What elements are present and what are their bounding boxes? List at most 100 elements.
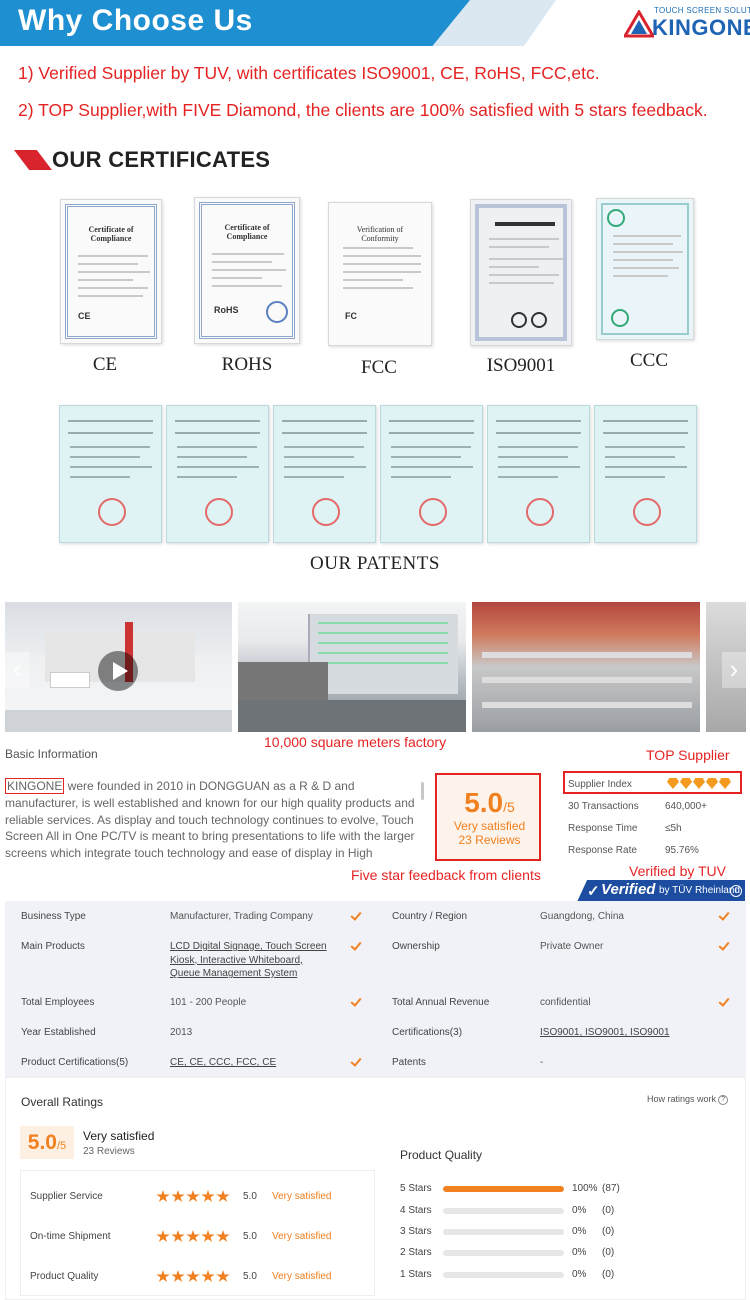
business-type-label: Business Type xyxy=(21,911,86,922)
patents-value: - xyxy=(540,1057,544,1068)
company-info-table xyxy=(5,901,746,1077)
supplier-service-text: Very satisfied xyxy=(272,1191,332,1202)
pq-1-stars-count: (0) xyxy=(602,1269,615,1280)
patents-label: OUR PATENTS xyxy=(310,553,440,574)
annotation-factory: 10,000 square meters factory xyxy=(264,734,447,750)
business-type-value: Manufacturer, Trading Company xyxy=(170,911,313,922)
pq-2-stars-label: 2 Stars xyxy=(400,1247,432,1258)
patent-certificate-2[interactable] xyxy=(166,405,269,543)
annotation-verified-tuv: Verified by TUV xyxy=(629,863,727,879)
ownership-value: Private Owner xyxy=(540,941,604,952)
slider-next-button[interactable]: › xyxy=(722,652,746,688)
certificate-doc-title: Certificate of Compliance xyxy=(88,225,134,243)
country-region-label: Country / Region xyxy=(392,911,468,922)
product-certifications-label: Product Certifications(5) xyxy=(21,1057,129,1068)
pq-5-stars-count: (87) xyxy=(602,1183,620,1194)
pq-3-stars-label: 3 Stars xyxy=(400,1226,432,1237)
certificate-label-fcc: FCC xyxy=(361,357,397,378)
pq-5-stars-percent: 100% xyxy=(572,1183,598,1194)
pq-3-stars-bar xyxy=(443,1229,564,1235)
transactions-value: 640,000+ xyxy=(665,801,707,812)
verified-tuv-badge[interactable]: ✓ Verified by TÜV Rheinland i xyxy=(577,880,745,902)
pq-4-stars-percent: 0% xyxy=(572,1205,587,1216)
info-icon[interactable]: i xyxy=(730,885,742,897)
certificate-rohs-image[interactable]: Certificate of Compliance RoHS xyxy=(194,197,300,344)
verified-text: Verified xyxy=(601,881,656,898)
product-certifications-link[interactable]: CE, CE, CCC, FCC, CE xyxy=(170,1057,277,1068)
about-scrollbar[interactable] xyxy=(421,782,424,800)
check-icon xyxy=(349,1056,361,1068)
year-established-label: Year Established xyxy=(21,1027,96,1038)
header-banner: Why Choose Us TOUCH SCREEN SOLUTIONS KIN… xyxy=(0,0,750,46)
patent-certificate-3[interactable] xyxy=(273,405,376,543)
star-rating-icon xyxy=(156,1270,231,1288)
overall-ratings-title: Overall Ratings xyxy=(21,1095,104,1109)
main-products-label: Main Products xyxy=(21,941,85,952)
video-play-icon[interactable] xyxy=(98,651,138,691)
logo-tagline: TOUCH SCREEN SOLUTIONS xyxy=(654,6,750,15)
certifications-link[interactable]: ISO9001, ISO9001, ISO9001 xyxy=(540,1027,670,1038)
pq-3-stars-count: (0) xyxy=(602,1226,615,1237)
certificate-ce-image[interactable]: Certificate of Compliance CE xyxy=(60,199,162,344)
year-established-value: 2013 xyxy=(170,1027,193,1038)
certifications-label: Certifications(3) xyxy=(392,1027,463,1038)
claim-top-supplier: 2) TOP Supplier,with FIVE Diamond, the c… xyxy=(18,100,708,120)
supplier-service-score: 5.0 xyxy=(243,1191,257,1202)
certificate-fcc-image[interactable]: Verification of Conformity FC xyxy=(328,202,432,346)
certificate-ccc-image[interactable] xyxy=(596,198,694,340)
supplier-index-label: Supplier Index xyxy=(568,779,632,790)
patent-certificate-5[interactable] xyxy=(487,405,590,543)
main-products-link[interactable]: LCD Digital Signage, Touch Screen Kiosk,… xyxy=(170,941,327,979)
annotation-top-supplier: TOP Supplier xyxy=(646,747,730,763)
total-employees-value: 101 - 200 People xyxy=(170,997,247,1008)
patent-certificate-1[interactable] xyxy=(59,405,162,543)
on-time-shipment-text: Very satisfied xyxy=(272,1231,332,1242)
header-band xyxy=(0,0,470,46)
pq-2-stars-bar xyxy=(443,1250,564,1256)
score-highlight-box xyxy=(435,773,541,861)
pq-1-stars-bar xyxy=(443,1272,564,1278)
star-rating-icon xyxy=(156,1230,231,1248)
heading-flag-icon xyxy=(14,150,52,170)
page-title: Why Choose Us xyxy=(18,4,253,37)
photo-partial-next[interactable] xyxy=(706,602,746,732)
response-rate-value: 95.76% xyxy=(665,845,699,856)
on-time-shipment-score: 5.0 xyxy=(243,1231,257,1242)
patent-certificate-4[interactable] xyxy=(380,405,483,543)
question-icon: ? xyxy=(718,1094,729,1105)
pq-4-stars-label: 4 Stars xyxy=(400,1205,432,1216)
patent-certificate-6[interactable] xyxy=(594,405,697,543)
pq-5-stars-label: 5 Stars xyxy=(400,1183,432,1194)
product-quality-label: Product Quality xyxy=(30,1271,99,1282)
response-time-value: ≤5h xyxy=(665,823,682,834)
certificate-doc-title: Certificate of Compliance xyxy=(224,223,270,241)
ownership-label: Ownership xyxy=(392,941,440,952)
on-time-shipment-label: On-time Shipment xyxy=(30,1231,111,1242)
pq-4-stars-bar xyxy=(443,1208,564,1214)
rohs-mark: RoHS xyxy=(214,305,239,315)
overall-score-badge: 5.0/5 xyxy=(20,1126,74,1159)
supplier-score: 5.0/5 xyxy=(464,787,515,818)
logo-mark-icon xyxy=(624,10,654,38)
how-ratings-work-link[interactable]: How ratings work? xyxy=(647,1094,729,1105)
patents-label-cell: Patents xyxy=(392,1057,426,1068)
basic-information-label: Basic Information xyxy=(5,747,98,761)
certificate-doc-title: Verification of Conformity xyxy=(356,225,404,243)
pq-5-stars-bar xyxy=(443,1186,564,1192)
pq-1-stars-label: 1 Stars xyxy=(400,1269,432,1280)
supplier-score-reviews: 23 Reviews xyxy=(458,833,521,847)
annual-revenue-value: confidential xyxy=(540,997,591,1008)
kingone-logo: TOUCH SCREEN SOLUTIONS KINGONE xyxy=(624,4,750,42)
supplier-index-highlight-box xyxy=(563,771,742,794)
slider-prev-button[interactable]: ‹ xyxy=(5,652,29,688)
photo-factory-building[interactable] xyxy=(238,602,466,732)
supplier-service-label: Supplier Service xyxy=(30,1191,103,1202)
check-icon xyxy=(717,996,729,1008)
company-about-body: were founded in 2010 in DONGGUAN as a R … xyxy=(5,779,415,860)
photo-office-workers[interactable] xyxy=(472,602,700,732)
annual-revenue-label: Total Annual Revenue xyxy=(392,997,490,1008)
country-region-value: Guangdong, China xyxy=(540,911,624,922)
response-rate-label: Response Rate xyxy=(568,845,637,856)
certificate-iso9001-image[interactable] xyxy=(470,199,572,346)
overall-reviews-count: 23 Reviews xyxy=(83,1146,135,1157)
